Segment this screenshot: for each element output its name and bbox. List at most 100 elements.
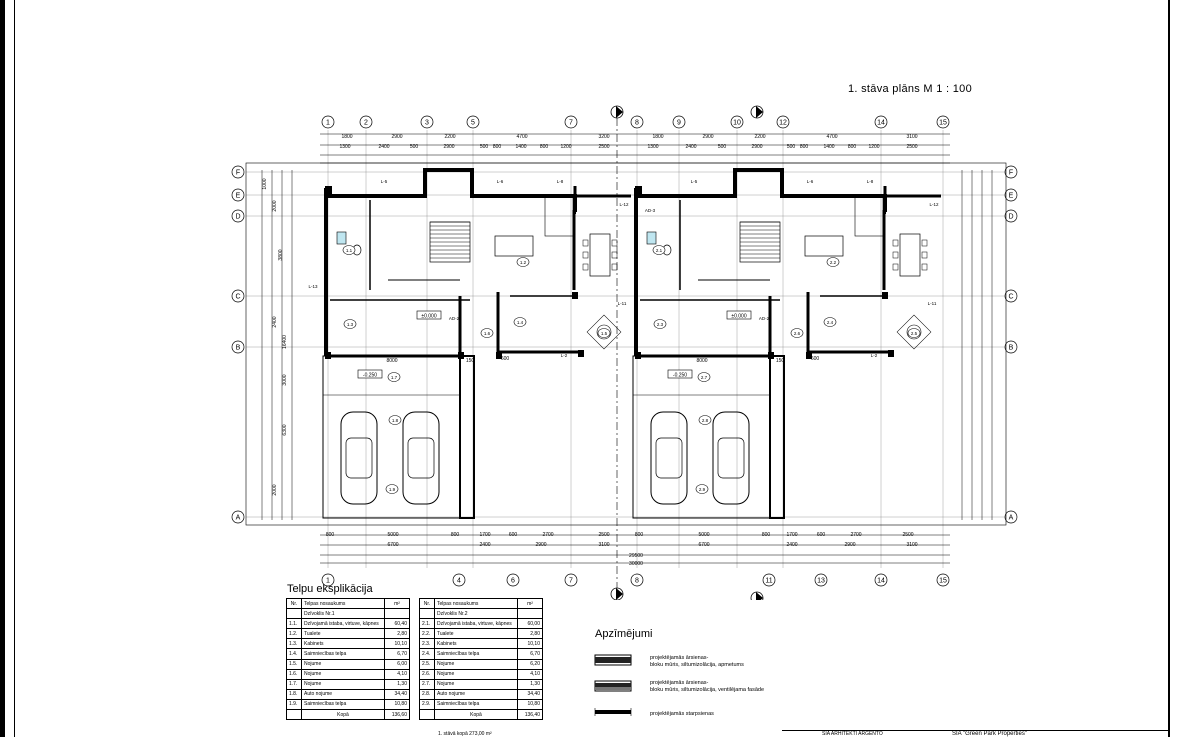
cell-name: Auto nojume <box>434 688 518 700</box>
wall <box>496 292 580 354</box>
room-tag <box>480 328 494 338</box>
sheet-frame-line <box>14 0 15 737</box>
room-tag-label: 1.2 <box>520 260 527 265</box>
room-tag <box>513 317 527 327</box>
axis-label: A <box>236 515 241 522</box>
dimension-label: 2400 <box>479 542 490 548</box>
cell-no: 2.7. <box>419 678 435 690</box>
cell-no: 1.4. <box>286 648 302 660</box>
legend-swatches <box>594 654 632 716</box>
axis-label: B <box>236 345 241 352</box>
element-label: L-5 <box>691 179 698 184</box>
chair <box>921 239 928 247</box>
room-tag-label: 2.9 <box>699 487 706 492</box>
room-tag <box>907 328 921 338</box>
axis-bubble <box>359 115 373 129</box>
dimension-label: 8000 <box>696 358 707 364</box>
dimension-label: 2900 <box>751 144 762 150</box>
axis-bubble <box>814 573 828 587</box>
axis-bubble <box>1004 510 1018 524</box>
axis-label: 7 <box>569 578 573 585</box>
axis-bubble <box>1004 165 1018 179</box>
dimension-label: 4700 <box>826 134 837 140</box>
cell-name: Dzīvojamā istaba, virtuve, kāpnes <box>434 618 518 630</box>
wall <box>635 168 887 214</box>
stairs <box>739 221 781 263</box>
dimension-label: 150 <box>466 358 475 364</box>
room-tag-label: 2.7 <box>701 375 708 380</box>
dimension-label: 2900 <box>535 542 546 548</box>
dimension-label: 600 <box>811 356 820 362</box>
cell-area: 60,40 <box>384 618 410 630</box>
axis-label: 14 <box>877 120 885 127</box>
element-label: L-11 <box>928 301 937 306</box>
axis-label: 2 <box>364 120 368 127</box>
legend-text: projektējamās starpsienas <box>650 711 714 717</box>
legend-text: projektējamās ārsienas- <box>650 655 709 661</box>
legend-item-2: projektējamās ārsienas- bloku mūris, sil… <box>650 680 764 694</box>
axis-bubble <box>231 289 245 303</box>
element-label: L-8 <box>557 179 564 184</box>
dimension-label: 800 <box>326 532 335 538</box>
dimension-label: 800 <box>800 144 809 150</box>
cell-name: Saimniecības telpa <box>434 698 518 711</box>
section-arrow <box>756 106 763 118</box>
room-tag <box>826 257 840 267</box>
axis-bubble <box>762 573 776 587</box>
dimension-label: 3800 <box>278 249 284 260</box>
total-label: Kopā <box>301 709 385 721</box>
cell-no: 2.6. <box>419 668 435 680</box>
axis-bubble <box>231 510 245 524</box>
cell-no: 1.8. <box>286 688 302 700</box>
chair <box>892 239 899 247</box>
dimension-label: 1400 <box>515 144 526 150</box>
cell-no: 1.3. <box>286 638 302 650</box>
legend-title: Apzīmējumi <box>595 628 653 640</box>
dimension-label: 3000 <box>282 374 288 385</box>
cell-area: 10,10 <box>384 638 410 650</box>
column <box>888 350 894 357</box>
col-area-header: m² <box>384 597 410 610</box>
kitchen-counter <box>544 195 574 237</box>
dimension-label: 2900 <box>443 144 454 150</box>
cell-area: 10,80 <box>517 698 543 711</box>
axis-bubble <box>1004 289 1018 303</box>
axis-label: 7 <box>569 120 573 127</box>
room-tag <box>653 319 667 329</box>
column <box>496 352 502 359</box>
element-label: AD-3 <box>645 208 656 213</box>
sofa <box>494 235 534 257</box>
title-block-designer: SIA ARHITEKTI ARGENTO <box>822 731 883 737</box>
dimension-label: 2000 <box>272 484 278 495</box>
room-tag-label: 2.3 <box>657 322 664 327</box>
axis-bubble <box>231 340 245 354</box>
element-label: L-8 <box>867 179 874 184</box>
section-arrow <box>756 592 763 600</box>
element-label: L-12 <box>619 202 629 207</box>
car-roof <box>655 437 683 479</box>
room-tag-label: 2.2 <box>830 260 837 265</box>
dimension-label: 1800 <box>652 134 663 140</box>
dimension-label: 6700 <box>387 542 398 548</box>
room-tag <box>597 328 611 338</box>
level-label: -0.250 <box>673 373 687 379</box>
cell-no: 2.8. <box>419 688 435 700</box>
dimension-label: 1200 <box>560 144 571 150</box>
cell-area: 34,40 <box>384 688 410 700</box>
cell-no: 2.5. <box>419 658 435 670</box>
room-tag-label: 1.9 <box>389 487 396 492</box>
cell-name: Saimniecības telpa <box>301 698 385 711</box>
cell-name: Auto nojume <box>301 688 385 700</box>
dimension-label: 2500 <box>598 144 609 150</box>
element-label: L-11 <box>618 301 627 306</box>
car <box>712 411 750 505</box>
